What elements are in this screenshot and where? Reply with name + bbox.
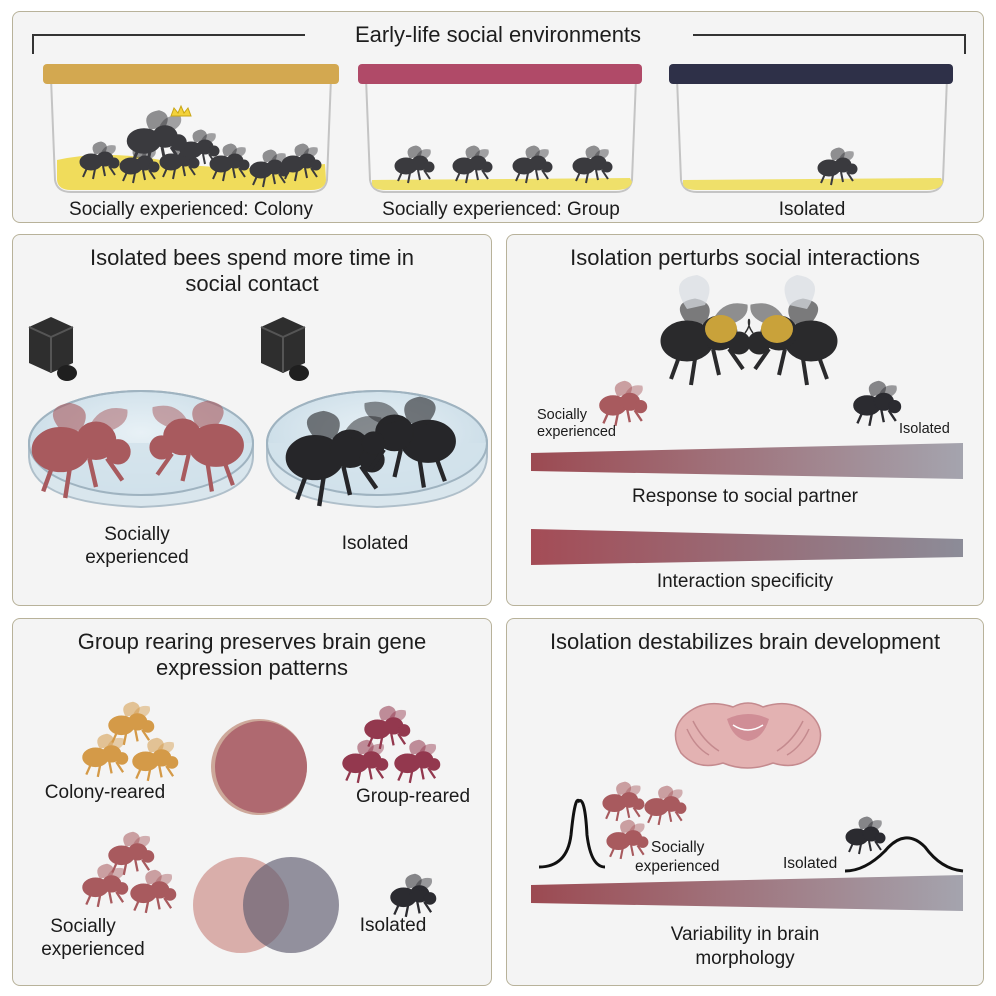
- gene-isolated-label: Isolated: [359, 915, 427, 936]
- gene-social-label-2: experienced: [41, 939, 145, 960]
- contact-time-title-2: social contact: [185, 271, 319, 296]
- interactions-panel: Isolation perturbs social interactions S…: [506, 234, 984, 606]
- brain-panel: Isolation destabilizes brain development…: [506, 618, 984, 986]
- camera-icon: [260, 317, 309, 381]
- brain-social-label-2: experienced: [635, 858, 720, 875]
- contact-social-label-2: experienced: [85, 547, 189, 568]
- environments-title: Early-life social environments: [354, 22, 642, 47]
- contact-isolated-label: Isolated: [341, 533, 409, 554]
- response-label: Response to social partner: [631, 486, 858, 507]
- contact-social-label-1: Socially: [104, 524, 170, 545]
- colony-container: [43, 64, 339, 193]
- narrow-distribution-curve: [538, 798, 606, 869]
- gene-social-label-1: Socially: [50, 916, 116, 937]
- response-wedge: [531, 443, 963, 479]
- dish-socially-experienced: [28, 390, 254, 509]
- two-bees-facing: [659, 275, 839, 387]
- colony-lid: [43, 64, 339, 84]
- variability-wedge: [531, 875, 963, 911]
- wide-distribution-curve: [844, 836, 964, 873]
- gene-expression-panel: Group rearing preserves brain gene expre…: [12, 618, 492, 986]
- specificity-label: Interaction specificity: [656, 571, 834, 592]
- interaction-social-label-2: experienced: [537, 424, 616, 440]
- group-reared-label: Group-reared: [355, 786, 471, 807]
- overlap-circle-full: [211, 719, 307, 815]
- specificity-wedge: [531, 529, 963, 565]
- isolated-label: Isolated: [778, 199, 846, 220]
- brain-social-label-1: Socially: [651, 839, 705, 856]
- social-bees: [81, 831, 177, 914]
- variability-label-2: morphology: [695, 948, 795, 969]
- brain-icon: [674, 702, 822, 769]
- interactions-title: Isolation perturbs social interactions: [570, 245, 920, 270]
- group-container: [358, 64, 642, 193]
- camera-icon: [28, 317, 77, 381]
- overlap-circles-partial: [193, 857, 339, 953]
- colony-label: Socially experienced: Colony: [69, 199, 313, 220]
- contact-time-panel: Isolated bees spend more time in social …: [12, 234, 492, 606]
- dish-isolated: [266, 390, 488, 515]
- isolated-container: [669, 64, 953, 193]
- isolated-lid: [669, 64, 953, 84]
- gene-title-2: expression patterns: [156, 655, 348, 680]
- brain-title: Isolation destabilizes brain development: [549, 629, 941, 654]
- group-lid: [358, 64, 642, 84]
- interaction-isolated-label: Isolated: [899, 421, 950, 437]
- environments-panel: Early-life social environments Socially …: [12, 11, 984, 223]
- variability-label-1: Variability in brain: [670, 924, 820, 945]
- interaction-social-label-1: Socially: [537, 407, 587, 423]
- crown-icon: [170, 104, 192, 117]
- brain-isolated-label: Isolated: [783, 855, 838, 872]
- contact-time-title-1: Isolated bees spend more time in: [89, 245, 415, 270]
- colony-reared-label: Colony-reared: [44, 782, 166, 803]
- group-bees: [341, 705, 441, 784]
- gene-title-1: Group rearing preserves brain gene: [77, 629, 427, 654]
- group-label: Socially experienced: Group: [382, 199, 620, 220]
- colony-bees: [81, 701, 179, 782]
- bracket: [32, 34, 966, 54]
